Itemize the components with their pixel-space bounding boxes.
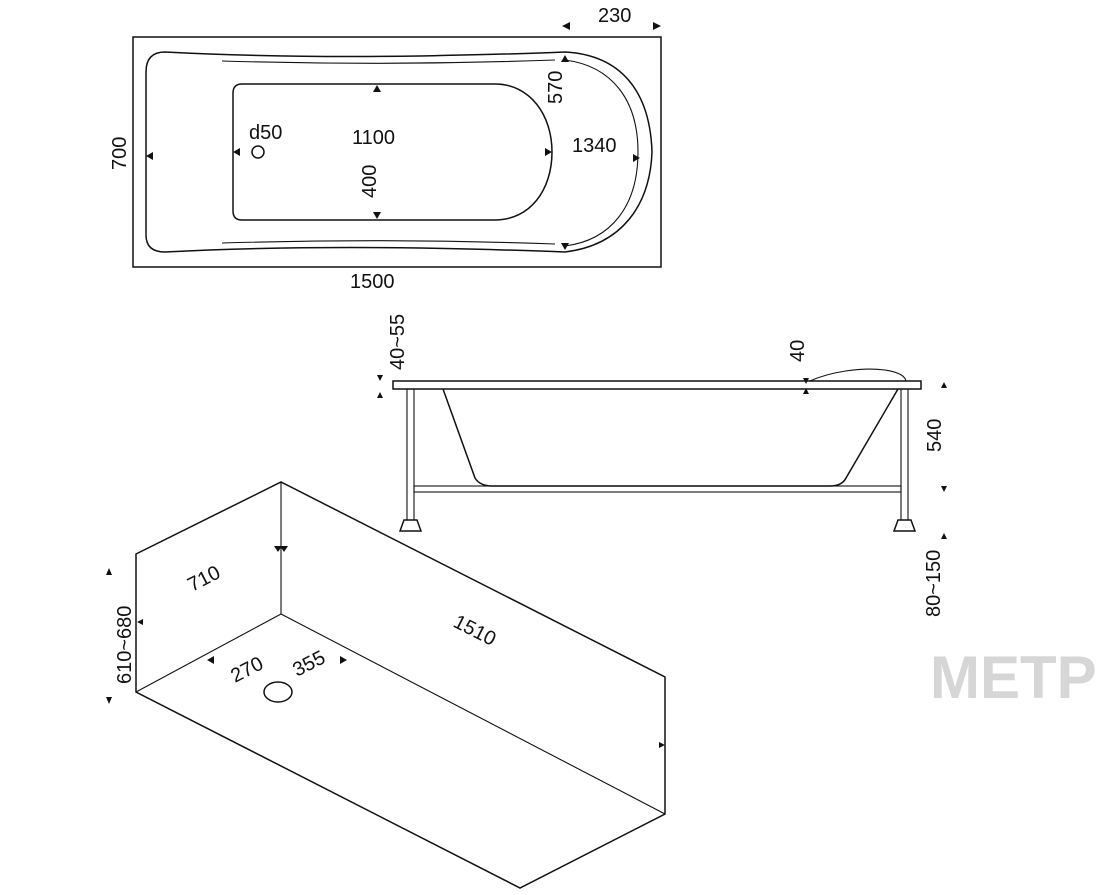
- side-view-headrest: [809, 368, 907, 382]
- side-view: 40~55 40 540 80~150: [377, 314, 947, 617]
- arrow-80-150-top: [941, 533, 947, 539]
- box-view: 710 610~680 1510 270 355: [106, 481, 666, 889]
- side-view-crossbar: [413, 485, 902, 493]
- side-view-foot-left: [398, 519, 423, 532]
- arrow-540-top: [941, 382, 947, 388]
- arrow-400-bottom: [373, 212, 381, 219]
- arrow-40-55-bottom: [377, 392, 383, 398]
- dim-355: 355: [289, 647, 329, 682]
- dim-400: 400: [359, 165, 381, 198]
- side-view-tub-body: [442, 388, 899, 487]
- dim-270: 270: [227, 653, 267, 688]
- arrow-40-55-top: [377, 375, 383, 381]
- arrow-40-bottom: [803, 388, 809, 394]
- arrow-230-right: [653, 22, 661, 30]
- box-drain-hole-icon: [263, 681, 293, 703]
- dim-230: 230: [598, 5, 631, 27]
- top-view-wave-bottom: [221, 240, 556, 245]
- arrow-610-680-top: [106, 568, 112, 575]
- dim-80-150: 80~150: [923, 550, 945, 617]
- arrow-400-top: [373, 85, 381, 92]
- arrow-355-right: [340, 656, 347, 664]
- top-view-drain-icon: [251, 145, 265, 159]
- dim-d50: d50: [249, 122, 282, 144]
- top-view-bottom-contour: [232, 83, 553, 221]
- arrow-box-right-mark: [659, 742, 665, 748]
- top-view-outline: [132, 36, 662, 268]
- arrow-270-left: [207, 656, 214, 664]
- arrow-540-bottom: [941, 486, 947, 492]
- dim-710: 710: [184, 562, 224, 597]
- dim-40: 40: [787, 340, 809, 362]
- dim-610-680: 610~680: [114, 606, 136, 684]
- dim-1510: 1510: [450, 611, 500, 651]
- box-outline: [135, 481, 666, 889]
- arrow-710-a: [274, 546, 282, 552]
- arrow-40-top: [803, 378, 809, 384]
- arrow-1340-right: [633, 154, 640, 162]
- brand-watermark: МЕТР: [930, 644, 1097, 711]
- dim-540: 540: [924, 419, 946, 452]
- arrow-1100-left: [233, 148, 240, 156]
- dim-1340: 1340: [572, 135, 617, 157]
- box-inner-floor-edge: [280, 613, 666, 815]
- side-view-rim: [392, 380, 922, 390]
- arrow-1100-right: [545, 148, 552, 156]
- dim-700: 700: [109, 137, 131, 170]
- top-view-wave-top: [221, 59, 556, 64]
- side-view-foot-right: [892, 519, 917, 532]
- top-view-head-contour: [564, 59, 639, 247]
- arrow-710-b: [280, 546, 288, 552]
- dim-570: 570: [545, 71, 567, 104]
- dim-1500: 1500: [350, 271, 395, 293]
- arrow-610-680-bottom: [106, 697, 112, 704]
- arrow-570-bottom: [561, 243, 569, 250]
- arrow-230-left: [562, 22, 570, 30]
- dim-1100: 1100: [352, 127, 395, 149]
- box-inner-left-edge: [135, 613, 282, 693]
- top-view: 230 700 d50 1100 1340 570 400 1500: [109, 5, 662, 293]
- arrow-700-left: [146, 152, 153, 160]
- dim-40-55: 40~55: [387, 314, 409, 370]
- arrow-570-top: [561, 55, 569, 62]
- arrow-box-left-mark: [137, 619, 143, 625]
- top-view-rim-contour: [145, 51, 653, 253]
